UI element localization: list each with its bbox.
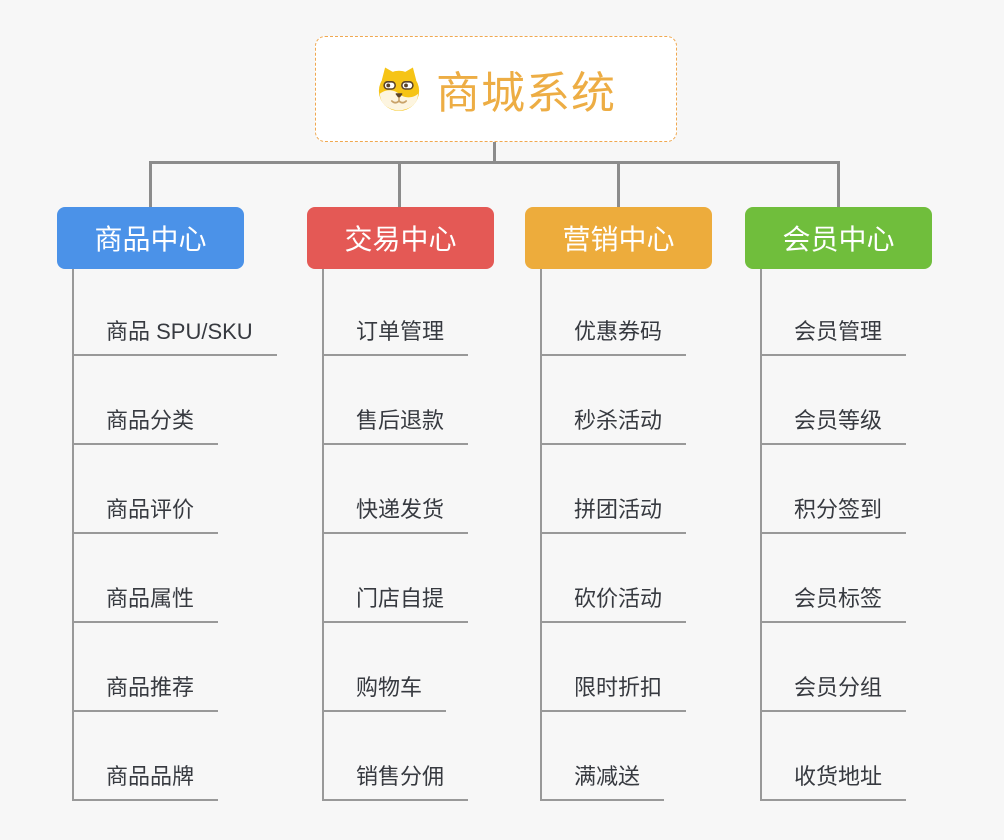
leaf-node[interactable]: 秒杀活动 [541,407,687,445]
connector-drop [617,161,620,208]
leaf-node[interactable]: 砍价活动 [541,585,687,623]
connector-drop [149,161,152,208]
leaf-node[interactable]: 商品属性 [73,585,219,623]
branch-product-center: 商品中心 商品 SPU/SKU 商品分类 商品评价 商品属性 商品推荐 商品品牌 [57,207,317,817]
root-node[interactable]: 商城系统 [315,36,677,142]
leaf-node[interactable]: 会员等级 [761,407,907,445]
leaf-node[interactable]: 满减送 [541,763,665,801]
leaf-node[interactable]: 积分签到 [761,496,907,534]
connector-trunk [760,269,762,801]
leaf-node[interactable]: 快递发货 [323,496,469,534]
dog-face-icon [378,67,420,112]
leaf-node[interactable]: 购物车 [323,674,447,712]
root-title: 商城系统 [436,69,616,118]
leaf-node[interactable]: 门店自提 [323,585,469,623]
leaf-node[interactable]: 会员标签 [761,585,907,623]
connector-drop [398,161,401,208]
branch-member-center: 会员中心 会员管理 会员等级 积分签到 会员标签 会员分组 收货地址 [745,207,1004,817]
leaf-node[interactable]: 商品评价 [73,496,219,534]
branch-trade-center: 交易中心 订单管理 售后退款 快递发货 门店自提 购物车 销售分佣 [307,207,567,817]
branch-header-marketing-center[interactable]: 营销中心 [525,207,712,269]
connector-root-stem [493,142,496,163]
connector-trunk [322,269,324,801]
connector-trunk [540,269,542,801]
leaf-node[interactable]: 会员分组 [761,674,907,712]
leaf-node[interactable]: 收货地址 [761,763,907,801]
leaf-node[interactable]: 售后退款 [323,407,469,445]
connector-drop [837,161,840,208]
leaf-node[interactable]: 拼团活动 [541,496,687,534]
leaf-node[interactable]: 商品分类 [73,407,219,445]
leaf-node[interactable]: 限时折扣 [541,674,687,712]
branch-marketing-center: 营销中心 优惠券码 秒杀活动 拼团活动 砍价活动 限时折扣 满减送 [525,207,785,817]
leaf-node[interactable]: 会员管理 [761,318,907,356]
branch-header-product-center[interactable]: 商品中心 [57,207,244,269]
branch-header-member-center[interactable]: 会员中心 [745,207,932,269]
connector-bus [149,161,840,164]
leaf-node[interactable]: 优惠券码 [541,318,687,356]
branch-header-trade-center[interactable]: 交易中心 [307,207,494,269]
leaf-node[interactable]: 商品推荐 [73,674,219,712]
connector-trunk [72,269,74,801]
leaf-node[interactable]: 销售分佣 [323,763,469,801]
leaf-node[interactable]: 订单管理 [323,318,469,356]
leaf-node[interactable]: 商品 SPU/SKU [73,318,277,356]
leaf-node[interactable]: 商品品牌 [73,763,219,801]
